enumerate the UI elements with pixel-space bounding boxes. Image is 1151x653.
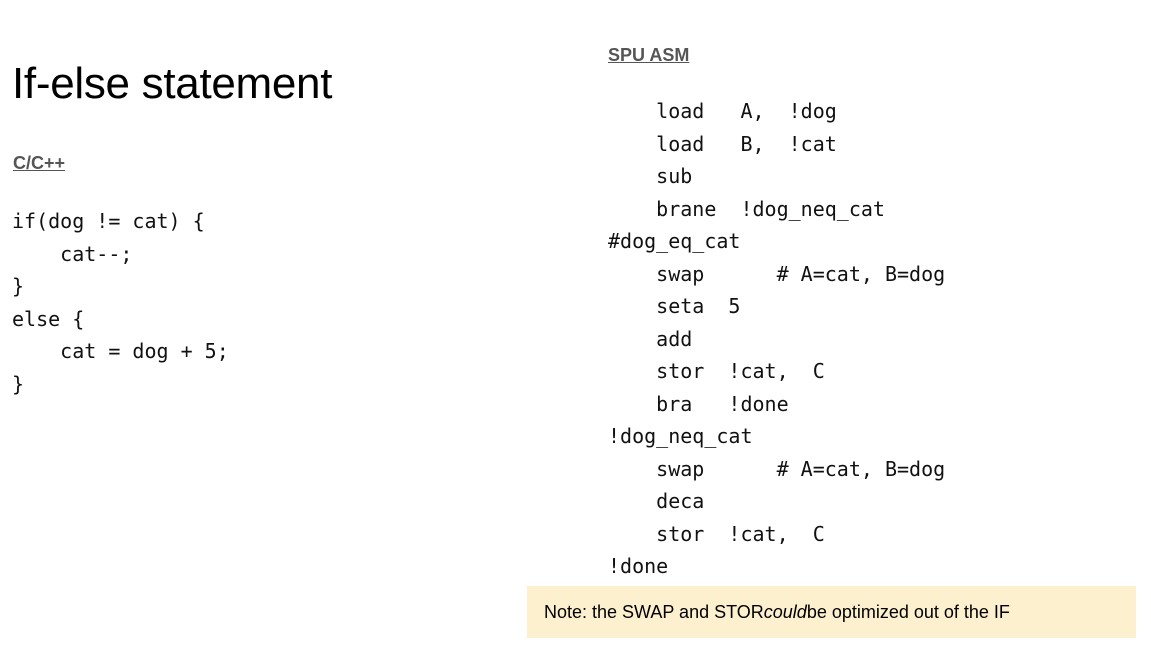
asm-code-line: bra !done <box>608 391 789 416</box>
c-code-line: else { <box>12 306 85 331</box>
asm-code-line: stor !cat, C <box>608 521 825 546</box>
asm-code-line: brane !dog_neq_cat <box>608 196 885 221</box>
c-code-block: if(dog != cat) { cat--;} else { cat = dog… <box>12 205 229 400</box>
optimization-note: Note: the SWAP and STOR could be optimiz… <box>527 586 1136 638</box>
asm-code-line: sub <box>608 164 693 188</box>
asm-code-line: swap # A=cat, B=dog <box>608 261 946 286</box>
asm-code-line: load A, !dog <box>608 99 837 123</box>
asm-code-line: #dog_eq_cat <box>608 229 741 253</box>
asm-code-line: stor !cat, C <box>608 359 825 383</box>
asm-code-line: add <box>608 326 693 351</box>
asm-code-line: !done <box>608 554 669 578</box>
slide-title: If-else statement <box>12 59 333 108</box>
asm-section-label: SPU ASM <box>608 45 690 65</box>
c-section-label: C/C++ <box>13 153 66 173</box>
note-emphasis: could <box>763 601 807 622</box>
c-code-line: if(dog != cat) { <box>12 209 205 233</box>
c-code-line: cat = dog + 5; <box>12 339 229 363</box>
asm-code-line: seta 5 <box>608 294 741 318</box>
c-code-line: } <box>12 371 25 396</box>
c-code-line: } <box>12 274 25 298</box>
asm-code-line: swap # A=cat, B=dog <box>608 456 946 481</box>
note-text-before: Note: the SWAP and STOR <box>544 601 764 622</box>
asm-code-line: deca <box>608 489 705 513</box>
c-code-line: cat--; <box>12 241 133 266</box>
asm-code-line: !dog_neq_cat <box>608 424 753 448</box>
asm-code-block: load A, !dog load B, !cat sub brane !dog… <box>608 95 945 583</box>
note-text-after: be optimized out of the IF <box>806 601 1010 622</box>
asm-code-line: load B, !cat <box>608 131 837 156</box>
